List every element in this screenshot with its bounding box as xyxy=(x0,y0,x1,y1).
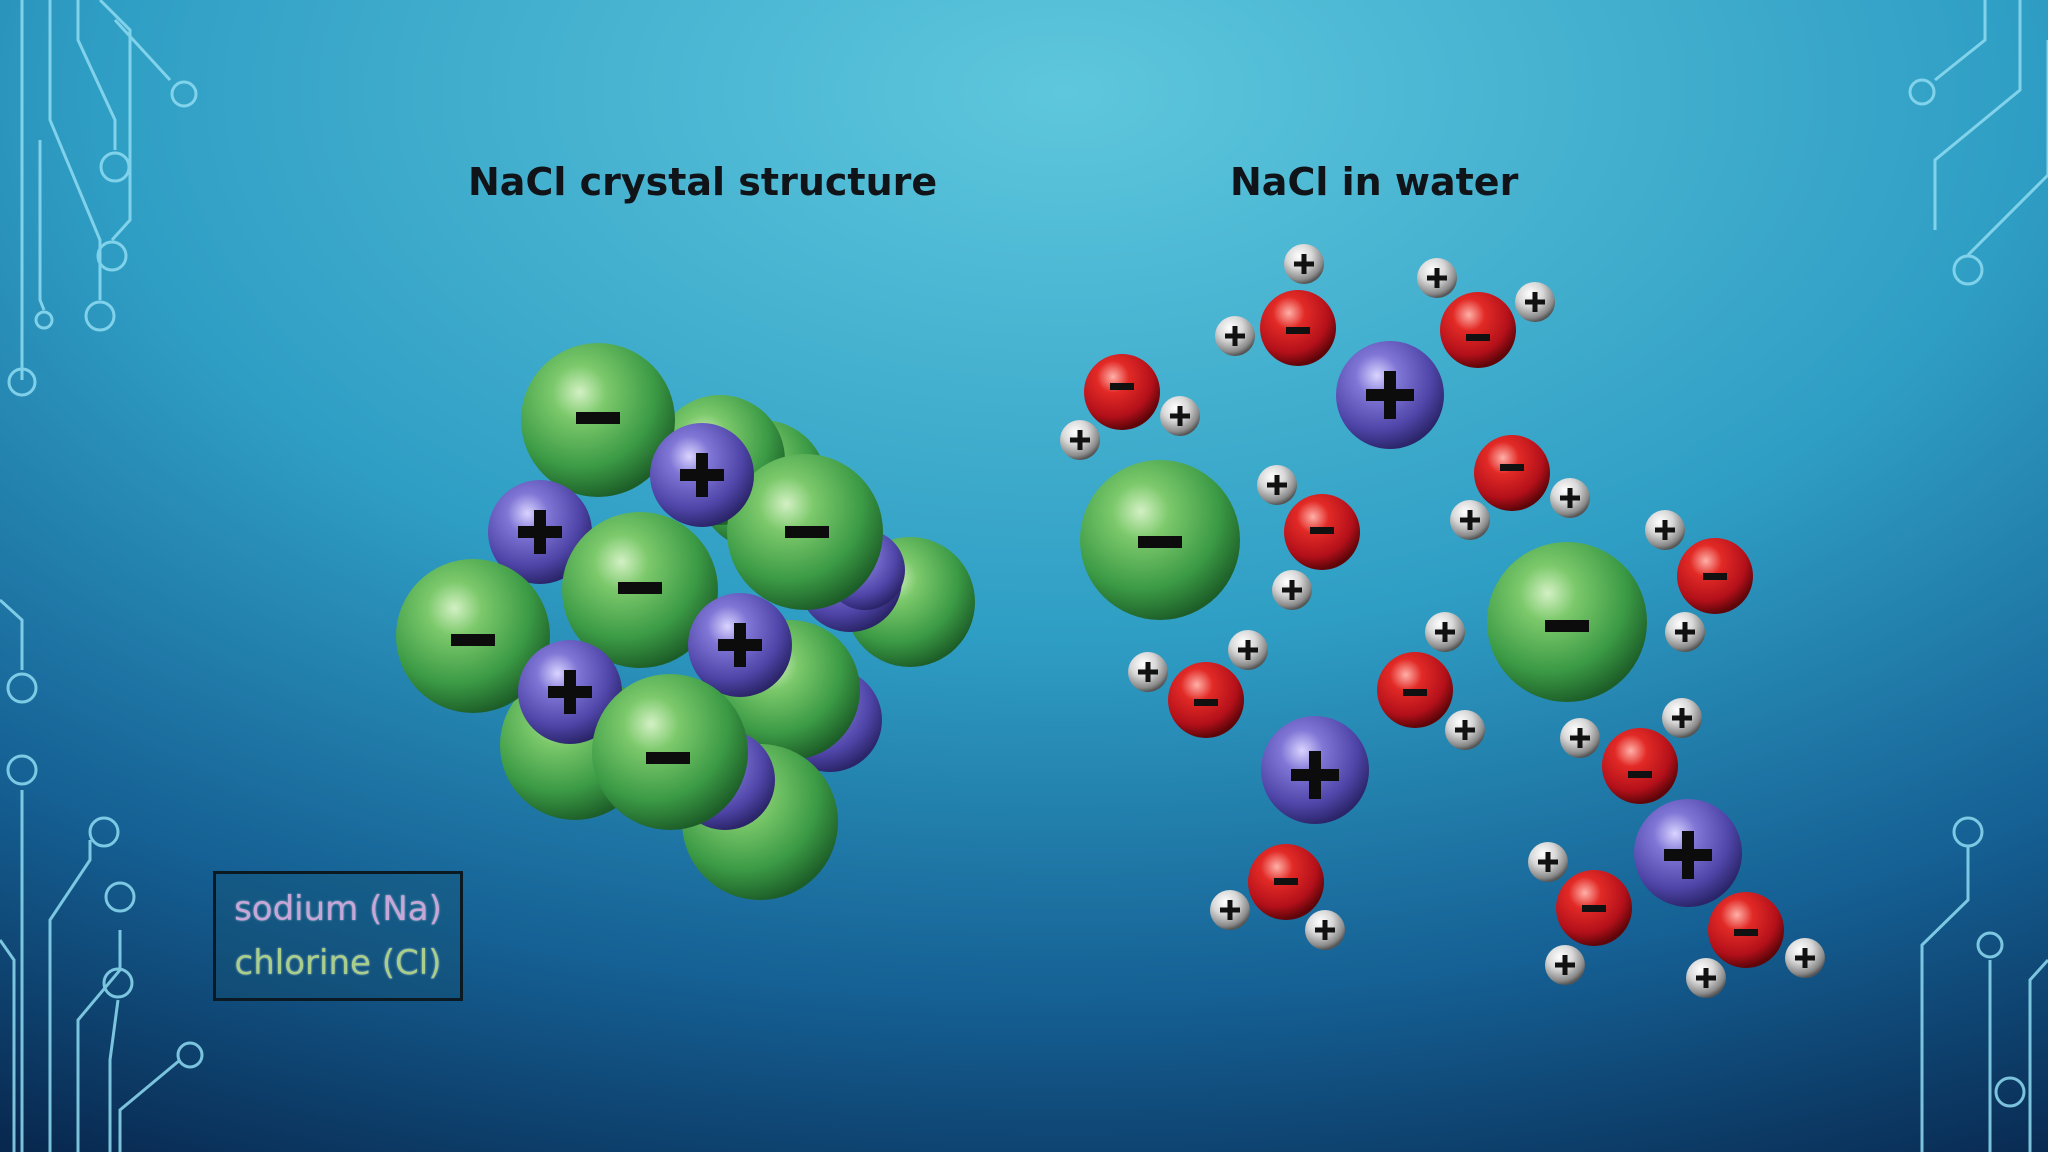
water-molecule xyxy=(1210,844,1345,950)
water-molecule xyxy=(1528,842,1632,985)
chloride-ion xyxy=(1487,542,1647,702)
sodium-ion xyxy=(488,480,592,584)
sodium-ion xyxy=(650,423,754,527)
plus-sign xyxy=(718,623,762,667)
minus-sign xyxy=(618,582,662,594)
water-molecule xyxy=(1257,465,1360,610)
minus-sign xyxy=(576,412,620,424)
minus-sign xyxy=(1138,536,1182,548)
plus-sign xyxy=(680,453,724,497)
dissolved-ions xyxy=(1060,244,1825,998)
legend-sodium: sodium (Na) xyxy=(234,889,442,929)
plus-sign xyxy=(518,510,562,554)
chloride-ion xyxy=(727,454,883,610)
ion-legend: sodium (Na) chlorine (Cl) xyxy=(213,871,463,1001)
water-molecule xyxy=(1128,630,1268,738)
plus-sign xyxy=(1366,371,1414,419)
chloride-ion xyxy=(592,674,748,830)
chloride-ion xyxy=(562,512,718,668)
sodium-ion xyxy=(1261,716,1369,824)
crystal-structure-title: NaCl crystal structure xyxy=(468,160,938,204)
nacl-crystal-lattice xyxy=(396,343,975,900)
plus-sign xyxy=(548,670,592,714)
plus-sign xyxy=(1291,751,1339,799)
chloride-ion xyxy=(521,343,675,497)
water-molecule xyxy=(1377,612,1485,750)
minus-sign xyxy=(1545,620,1589,632)
nacl-in-water-title: NaCl in water xyxy=(1230,160,1519,204)
sodium-ion xyxy=(1336,341,1444,449)
water-molecule xyxy=(1560,698,1702,804)
circuit-decoration-right xyxy=(1908,0,2048,1152)
sodium-ion xyxy=(518,640,622,744)
water-molecule xyxy=(1060,354,1200,460)
minus-sign xyxy=(785,526,829,538)
minus-sign xyxy=(451,634,495,646)
water-molecule xyxy=(1686,892,1825,998)
water-molecule xyxy=(1645,510,1753,652)
minus-sign xyxy=(646,752,690,764)
sodium-ion xyxy=(1634,799,1742,907)
sodium-ion xyxy=(688,593,792,697)
water-molecule xyxy=(1450,435,1590,540)
water-molecule xyxy=(1417,258,1555,368)
plus-sign xyxy=(1664,831,1712,879)
chloride-ion xyxy=(1080,460,1240,620)
water-molecule xyxy=(1215,244,1336,366)
circuit-decoration-left xyxy=(0,0,204,1152)
legend-chlorine: chlorine (Cl) xyxy=(234,943,442,983)
chloride-ion xyxy=(396,559,550,713)
